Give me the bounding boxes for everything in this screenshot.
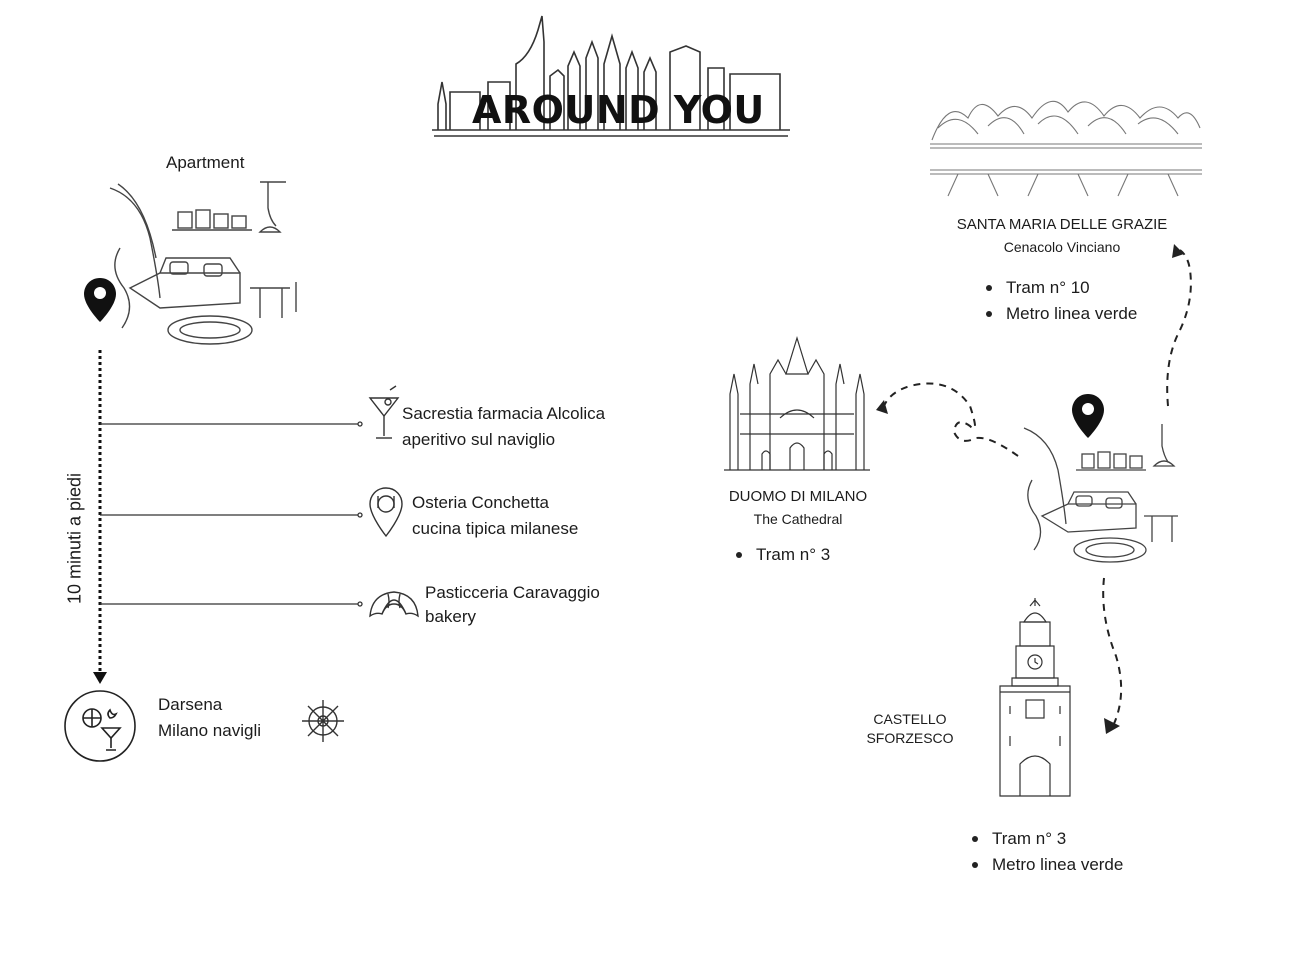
- stop-3-name: Pasticceria Caravaggio: [425, 583, 600, 602]
- route-to-duomo-arrow: [876, 382, 1019, 457]
- santa-maria-transport: Tram n° 10 Metro linea verde: [980, 275, 1137, 327]
- stop-2-name: Osteria Conchetta: [412, 493, 550, 512]
- stop-connectors: [100, 421, 363, 607]
- stop-3-sub: bakery: [425, 607, 477, 626]
- stop-1-sub: aperitivo sul naviglio: [402, 430, 556, 449]
- cocktail-icon: [368, 385, 400, 439]
- apartment-pin-icon: [84, 278, 116, 322]
- milan-skyline-illustration: [432, 15, 790, 137]
- castello-transport-1: Tram n° 3: [966, 826, 1123, 852]
- santa-maria-transport-1: Tram n° 10: [980, 275, 1137, 301]
- route-to-santa-maria-arrow: [1166, 244, 1192, 407]
- walking-route-line: [93, 350, 107, 684]
- castello-illustration: [999, 598, 1071, 797]
- castello-title-line2: SFORZESCO: [866, 730, 954, 746]
- duomo-transport: Tram n° 3: [730, 542, 830, 568]
- destination-sub: Milano navigli: [158, 721, 261, 740]
- duomo-sub: The Cathedral: [753, 511, 843, 527]
- plate-pin-icon: [369, 487, 403, 538]
- santa-maria-title: SANTA MARIA DELLE GRAZIE: [956, 216, 1168, 233]
- apartment-label: Apartment: [166, 153, 245, 172]
- nightlife-icon: [64, 690, 136, 762]
- last-supper-illustration: [930, 100, 1202, 197]
- ship-wheel-icon: [302, 700, 344, 742]
- santa-maria-transport-2: Metro linea verde: [980, 301, 1137, 327]
- stop-1-name: Sacrestia farmacia Alcolica: [402, 404, 606, 423]
- apartment-illustration: [109, 181, 297, 345]
- croissant-icon: [369, 591, 419, 618]
- santa-maria-sub: Cenacolo Vinciano: [1003, 239, 1121, 255]
- castello-title-line1: CASTELLO: [873, 711, 947, 727]
- route-to-castello-arrow: [1102, 577, 1123, 734]
- duomo-transport-1: Tram n° 3: [730, 542, 830, 568]
- castello-transport: Tram n° 3 Metro linea verde: [966, 826, 1123, 878]
- castello-transport-2: Metro linea verde: [966, 852, 1123, 878]
- walking-time-label: 10 minuti a piedi: [64, 472, 85, 605]
- apartment-right-illustration: [1023, 424, 1178, 563]
- duomo-illustration: [724, 335, 870, 471]
- page-title: AROUND YOU: [472, 88, 765, 132]
- destination-name: Darsena: [158, 695, 223, 714]
- stop-2-sub: cucina tipica milanese: [412, 519, 579, 538]
- location-pin-icon: [1072, 394, 1104, 438]
- duomo-title: DUOMO DI MILANO: [728, 488, 868, 505]
